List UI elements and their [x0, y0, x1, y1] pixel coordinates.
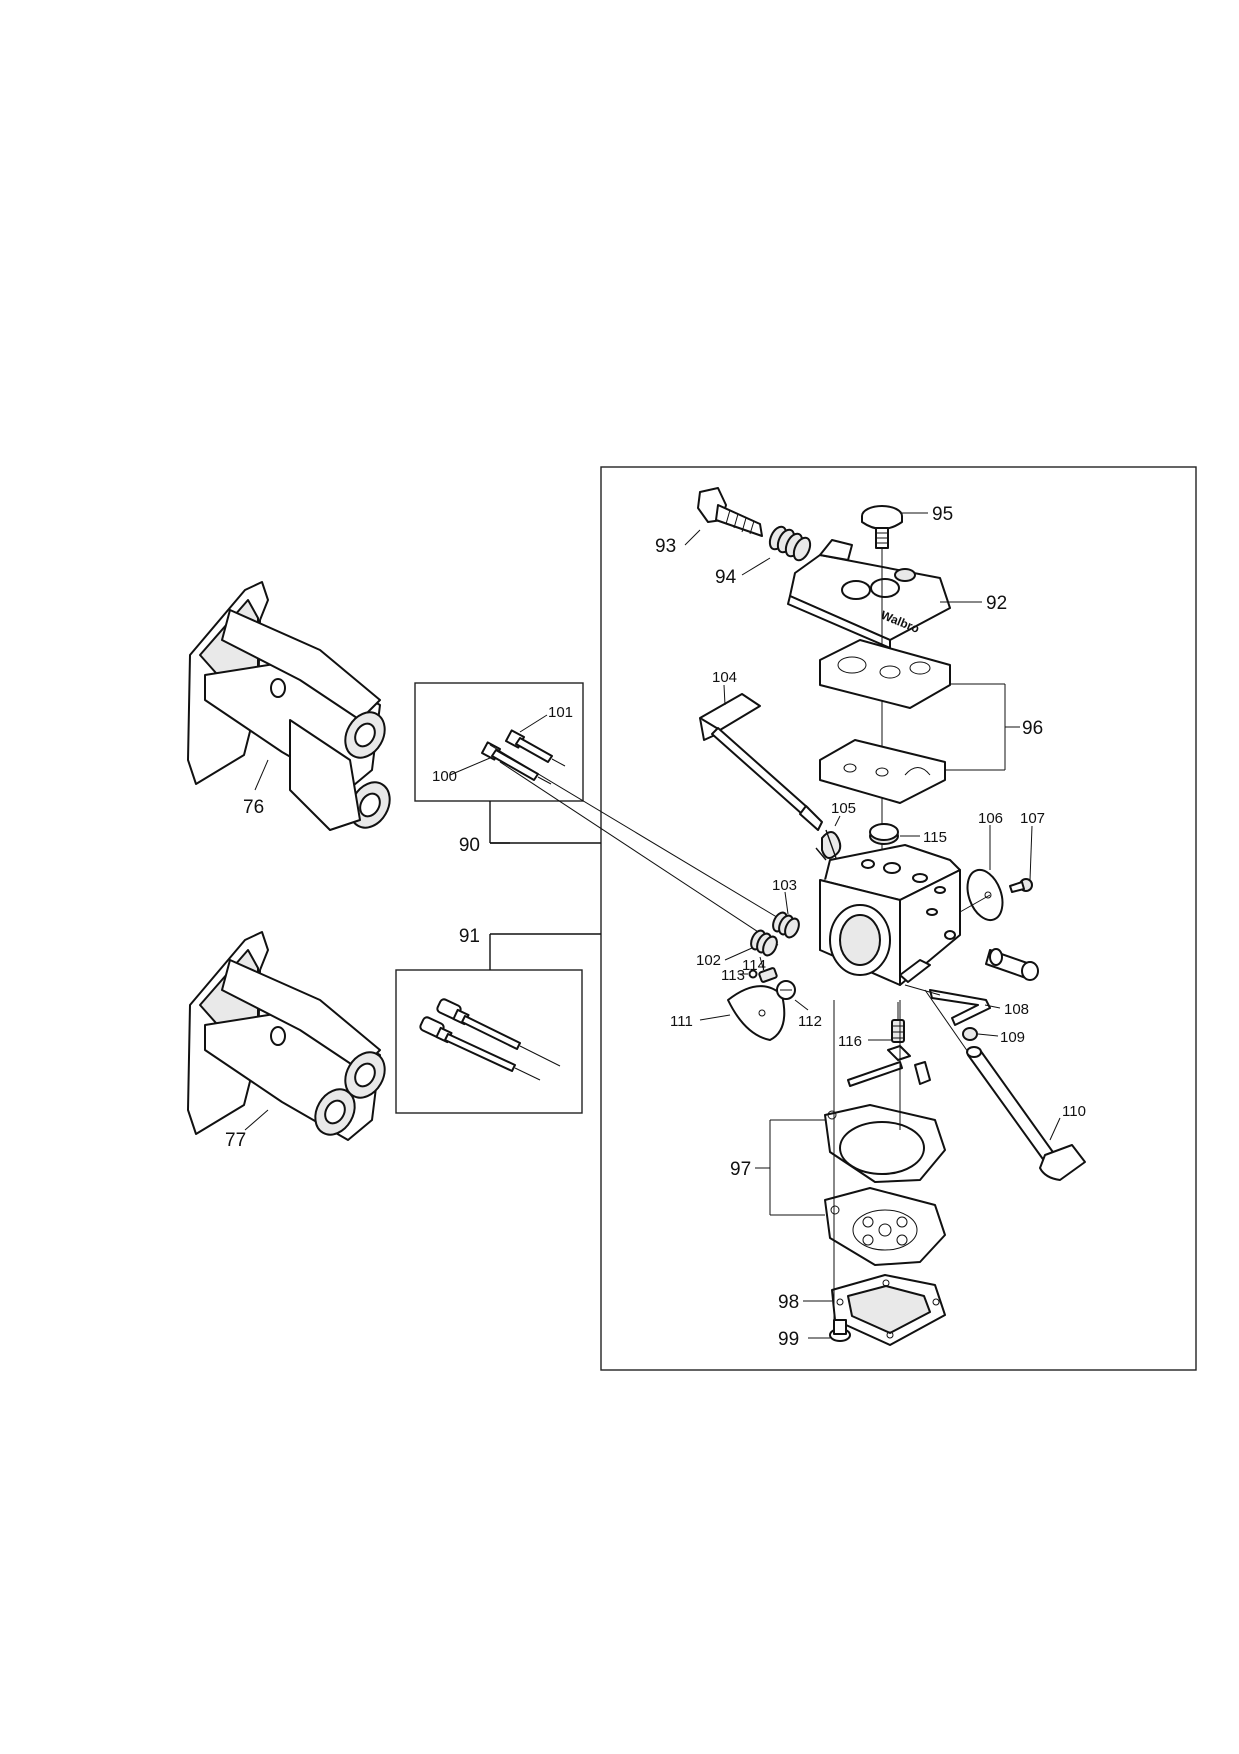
- label-92: 92: [986, 593, 1007, 614]
- fuel-inlet-nipple: [985, 948, 1039, 981]
- label-114: 114: [742, 957, 766, 974]
- part-109-screw: 109: [962, 1027, 1025, 1046]
- part-108-choke-lever: 108: [929, 989, 1029, 1026]
- label-77: 77: [225, 1130, 246, 1151]
- label-107: 107: [1020, 810, 1045, 827]
- part-102-spring: 102: [696, 929, 778, 969]
- label-109: 109: [1000, 1029, 1025, 1046]
- part-106-choke-plate: 106: [966, 810, 1004, 922]
- carburetor-body: [819, 844, 961, 986]
- label-115: 115: [923, 829, 947, 846]
- part-95-screw: 95: [861, 504, 953, 549]
- label-101: 101: [548, 704, 573, 721]
- kit-90-box: [414, 682, 584, 802]
- label-113: 113: [721, 967, 745, 984]
- part-113-ball: 113: [721, 967, 758, 984]
- label-93: 93: [655, 536, 676, 557]
- part-94-spring: 94: [715, 525, 812, 588]
- kit-91-needles-with-caps: [419, 998, 561, 1081]
- part-76-insulator-block: 76: [187, 581, 391, 831]
- part-111-throttle-plate: 111: [670, 985, 786, 1041]
- label-102: 102: [696, 952, 721, 969]
- label-112: 112: [798, 1013, 822, 1030]
- part-116-metering-lever-set: 116: [838, 1002, 931, 1087]
- part-115-inlet-screen: 115: [869, 823, 947, 846]
- label-105: 105: [831, 800, 856, 817]
- kit-91-box: [395, 969, 583, 1114]
- part-77-insulator-block: 77: [187, 931, 386, 1151]
- part-104-throttle-shaft: 104: [699, 669, 823, 831]
- part-103-spring: 103: [772, 877, 800, 939]
- label-96: 96: [1022, 718, 1043, 739]
- part-97-metering-diaphragm: 97: [730, 1104, 946, 1266]
- part-105-return-spring: 105: [815, 800, 856, 861]
- part-107-screw: 107: [1009, 810, 1045, 893]
- label-106: 106: [978, 810, 1003, 827]
- label-116: 116: [838, 1033, 862, 1050]
- part-96-gasket-diaphragm: 96: [819, 639, 1043, 804]
- part-110-choke-shaft: 110: [924, 989, 1086, 1181]
- label-111: 111: [670, 1013, 693, 1030]
- label-90: 90: [459, 835, 480, 856]
- label-99: 99: [778, 1329, 799, 1350]
- label-110: 110: [1062, 1103, 1086, 1120]
- label-108: 108: [1004, 1001, 1029, 1018]
- part-114-spring: 114: [742, 956, 778, 983]
- label-100: 100: [432, 768, 457, 785]
- label-94: 94: [715, 567, 737, 588]
- part-98-metering-cover: 98: [778, 1274, 946, 1346]
- part-100-101-adjust-needles: 101 100: [432, 704, 573, 785]
- label-97: 97: [730, 1159, 751, 1180]
- label-104: 104: [712, 669, 737, 686]
- label-76: 76: [243, 797, 264, 818]
- label-91: 91: [459, 926, 480, 947]
- part-93-fuel-inlet-fitting: 93: [655, 487, 763, 557]
- carburetor-assembly-frame: [600, 466, 1197, 1371]
- label-103: 103: [772, 877, 797, 894]
- label-95: 95: [932, 504, 953, 525]
- part-92-pump-cover: Walbro 92: [787, 539, 1007, 649]
- part-112-screw: 112: [776, 980, 822, 1030]
- label-98: 98: [778, 1292, 799, 1313]
- part-99-screw: 99: [778, 1319, 851, 1350]
